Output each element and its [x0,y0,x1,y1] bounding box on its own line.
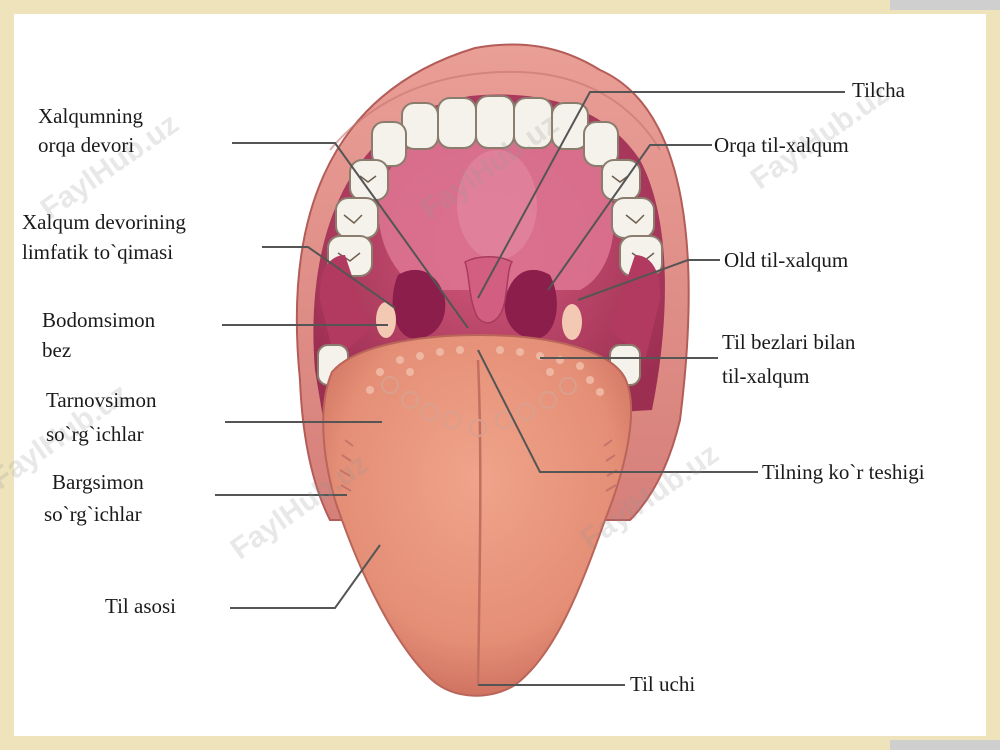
label-pharynx-back-wall-line1: Xalqumning [38,104,143,128]
tonsil-highlight-left [376,302,396,338]
line-foramen-caecum [477,349,758,473]
corner-tab-bottom [890,740,1000,750]
label-glandular-line1: Til bezlari bilan [722,330,856,354]
left-cheek-wall [319,255,370,360]
label-tonsil-line2: bez [42,338,72,362]
tongue-midline [476,359,482,686]
tongue-root-texture [366,346,604,396]
palate-ridge [457,150,537,260]
label-foramen-caecum: Tilning ko`r teshigi [762,460,925,484]
label-foliate-line1: Bargsimon [52,470,144,494]
upper-teeth [327,95,663,277]
tonsil-highlight-right [562,304,582,340]
tongue [322,333,633,697]
line-uvula [477,91,845,299]
label-vallate-line2: so`rg`ichlar [46,422,144,446]
label-pharynx-back-wall-line2: orqa devori [38,133,135,157]
foliate-folds-left [339,439,354,492]
label-lymphatic-line1: Xalqum devorining [22,210,186,234]
label-vallate-line1: Tarnovsimon [46,388,157,412]
left-tonsil [392,269,446,339]
label-foliate-line2: so`rg`ichlar [44,502,142,526]
right-tonsil [504,269,557,339]
label-tongue-root: Til asosi [105,594,177,618]
right-cheek-wall [610,255,661,360]
line-back-arch [547,144,712,291]
line-lymphatic [262,246,396,309]
line-pharynx-back-wall [232,142,469,329]
foliate-folds-right [603,439,618,492]
leader-lines [215,91,845,686]
line-front-arch [577,259,720,301]
vallate-papillae [381,376,577,437]
label-tonsil-line1: Bodomsimon [42,308,156,332]
lip-texture [329,70,661,151]
label-back-arch: Orqa til-xalqum [714,133,849,157]
corner-tab [890,0,1000,10]
label-uvula: Tilcha [852,78,905,102]
label-tongue-tip: Til uchi [630,672,696,696]
label-glandular-line2: til-xalqum [722,364,810,388]
label-front-arch: Old til-xalqum [724,248,849,272]
line-tongue-root [230,544,381,609]
label-lymphatic-line2: limfatik to`qimasi [22,240,174,264]
